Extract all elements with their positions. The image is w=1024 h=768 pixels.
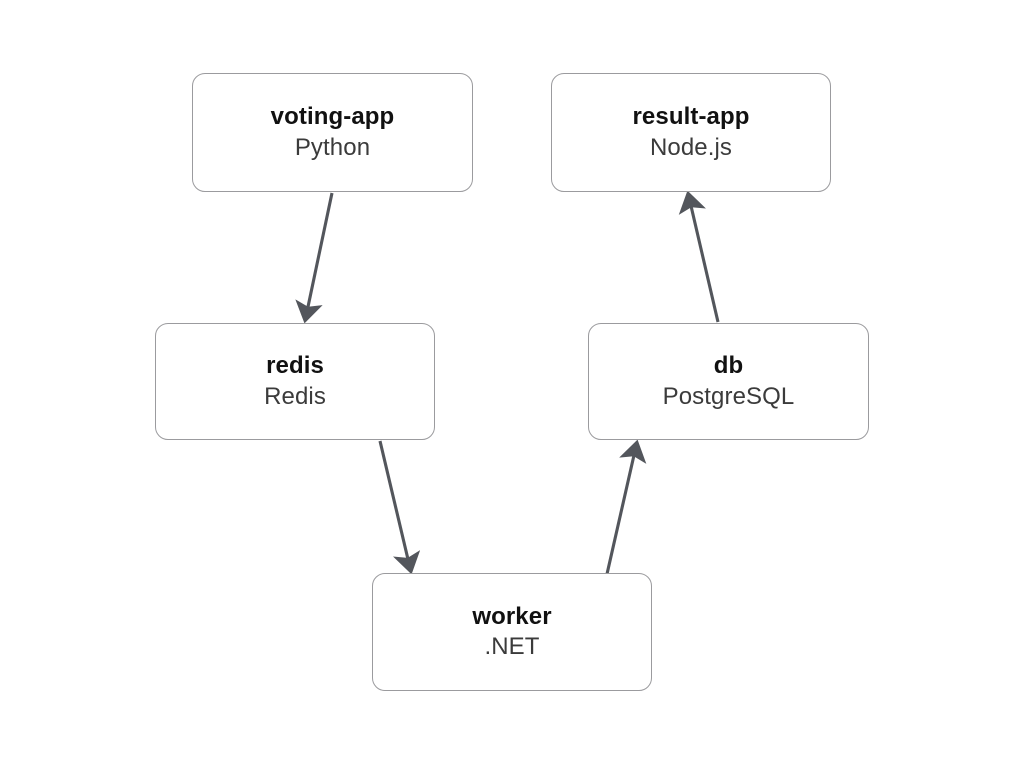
edge-worker-to-db bbox=[605, 439, 647, 575]
edge-voting-app-to-redis bbox=[295, 192, 334, 324]
edge-redis-to-worker bbox=[378, 440, 421, 575]
node-title: redis bbox=[266, 352, 324, 380]
node-voting-app[interactable]: voting-app Python bbox=[192, 73, 473, 192]
edge-db-to-result-app bbox=[678, 190, 720, 323]
node-title: worker bbox=[472, 602, 552, 630]
node-title: voting-app bbox=[270, 103, 395, 131]
node-worker[interactable]: worker .NET bbox=[372, 573, 652, 691]
node-subtitle: Redis bbox=[264, 382, 326, 410]
node-subtitle: Python bbox=[294, 133, 371, 161]
node-subtitle: .NET bbox=[484, 633, 540, 660]
node-title: result-app bbox=[632, 103, 750, 131]
node-title: db bbox=[713, 352, 744, 380]
node-redis[interactable]: redis Redis bbox=[155, 323, 435, 440]
node-subtitle: Node.js bbox=[649, 133, 733, 161]
node-db[interactable]: db PostgreSQL bbox=[588, 323, 869, 440]
node-result-app[interactable]: result-app Node.js bbox=[551, 73, 831, 192]
node-subtitle: PostgreSQL bbox=[662, 382, 795, 410]
